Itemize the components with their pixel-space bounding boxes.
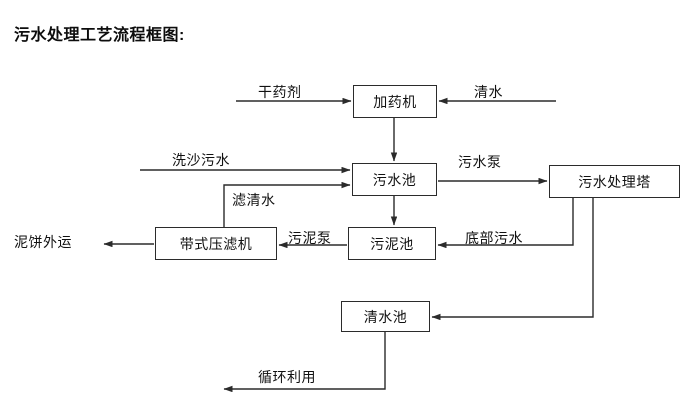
edge-treatment-tower-to-clear-water-pool (431, 198, 594, 321)
edge-label-bottom-sewage: 底部污水 (465, 230, 523, 246)
edge-treatment-tower-to-sludge-pool (437, 198, 574, 249)
edge-label-recycle-use: 循环利用 (258, 369, 316, 385)
node-clear-water-pool[interactable]: 清水池 (341, 301, 430, 332)
node-sludge-pool[interactable]: 污泥池 (348, 227, 436, 260)
node-sewage-pool-label: 污水池 (372, 171, 417, 188)
page-title: 污水处理工艺流程框图: (14, 27, 185, 44)
node-sewage-pool[interactable]: 污水池 (352, 163, 437, 196)
node-dosing-machine-label: 加药机 (373, 93, 417, 110)
node-belt-filter-press[interactable]: 带式压滤机 (155, 227, 277, 260)
terminal-label-mud-cake-out: 泥饼外运 (14, 234, 72, 250)
edge-label-dry-chemical: 干药剂 (258, 84, 302, 100)
edge-label-sewage-pump: 污水泵 (458, 154, 502, 170)
edge-label-sand-wash-sewage: 洗沙污水 (172, 152, 230, 168)
node-sludge-pool-label: 污泥池 (370, 235, 414, 252)
edge-label-sludge-pump: 污泥泵 (288, 230, 332, 246)
node-treatment-tower-label: 污水处理塔 (578, 173, 651, 190)
edge-filtered-water-to-sewage-pool (223, 181, 351, 227)
edge-label-filtered-clear-water: 滤清水 (232, 192, 276, 208)
node-belt-filter-press-label: 带式压滤机 (179, 235, 253, 252)
node-treatment-tower[interactable]: 污水处理塔 (549, 165, 680, 198)
edge-label-clean-water: 清水 (474, 84, 503, 100)
node-dosing-machine[interactable]: 加药机 (353, 85, 437, 118)
edge-clear-water-pool-to-recycle (223, 332, 386, 393)
node-clear-water-pool-label: 清水池 (363, 308, 408, 325)
